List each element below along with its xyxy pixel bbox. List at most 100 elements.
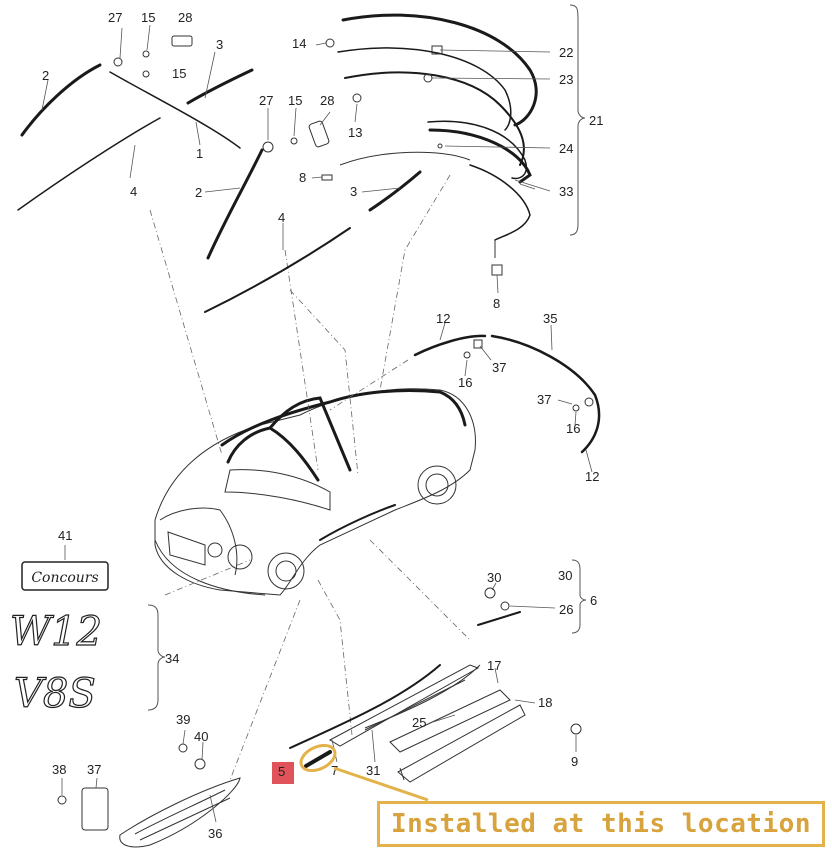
- clip-30: [484, 587, 496, 599]
- trim-1: [109, 71, 241, 149]
- concours-badge-text: Concours: [31, 570, 98, 586]
- callout-8: 8: [299, 170, 306, 185]
- callout-25: 25: [412, 715, 426, 730]
- callout-2: 2: [42, 68, 49, 83]
- callout-23: 23: [559, 72, 573, 87]
- washer-40: [194, 758, 206, 770]
- clip-27b: [262, 141, 274, 153]
- callout-35: 35: [543, 311, 557, 326]
- screw-38: [57, 795, 67, 805]
- leader-lines: [149, 174, 471, 781]
- installation-note: Installed at this location: [377, 801, 825, 847]
- callout-8: 8: [493, 296, 500, 311]
- side-vent: [119, 777, 241, 848]
- trim-4b: [204, 227, 351, 313]
- screw-15b: [142, 70, 150, 78]
- trim-2b: [206, 148, 264, 260]
- callout-30: 30: [487, 570, 501, 585]
- callout-7: 7: [331, 763, 338, 778]
- badges: Concours W12 V8S: [9, 561, 109, 718]
- screw-15a: [142, 50, 150, 58]
- clip-9: [570, 723, 582, 735]
- callout-37: 37: [492, 360, 506, 375]
- callout-3: 3: [350, 184, 357, 199]
- trim-3a: [186, 68, 254, 105]
- trim-4a: [17, 117, 161, 211]
- trim-3b: [368, 170, 422, 212]
- callout-41: 41: [58, 528, 72, 543]
- callout-24: 24: [559, 141, 573, 156]
- screw-16b: [572, 404, 580, 412]
- clip-37b: [584, 397, 594, 407]
- callout-37: 37: [537, 392, 551, 407]
- callout-6: 6: [590, 593, 597, 608]
- clip-26: [500, 601, 510, 611]
- callout-27: 27: [108, 10, 122, 25]
- callout-13: 13: [348, 125, 362, 140]
- w12-badge: W12: [10, 609, 102, 655]
- callout-38: 38: [52, 762, 66, 777]
- callout-3: 3: [216, 37, 223, 52]
- callout-15: 15: [288, 93, 302, 108]
- concours-badge: [21, 561, 109, 591]
- callout-16: 16: [566, 421, 580, 436]
- callout-1: 1: [196, 146, 203, 161]
- left-windshield-trims: [17, 63, 422, 313]
- callout-30: 30: [558, 568, 572, 583]
- cap-28b: [308, 120, 330, 148]
- callout-22: 22: [559, 45, 573, 60]
- callout-12: 12: [585, 469, 599, 484]
- callout-36: 36: [208, 826, 222, 841]
- car-illustration: [154, 388, 476, 596]
- callout-5-marker: [272, 762, 294, 784]
- trim-2a: [20, 63, 102, 137]
- callout-39: 39: [176, 712, 190, 727]
- callout-40: 40: [194, 729, 208, 744]
- sill-trims: [289, 611, 526, 783]
- callout-27: 27: [259, 93, 273, 108]
- group-braces: [147, 4, 587, 711]
- cap-28a: [171, 35, 193, 47]
- callout-15: 15: [141, 10, 155, 25]
- callout-12: 12: [436, 311, 450, 326]
- callout-14: 14: [292, 36, 306, 51]
- bracket-37c: [81, 787, 109, 831]
- callout-28: 28: [178, 10, 192, 25]
- callout-26: 26: [559, 602, 573, 617]
- clip-8b: [491, 264, 503, 276]
- callout-28: 28: [320, 93, 334, 108]
- highlight-ellipse: [299, 743, 337, 773]
- screw-15c: [290, 137, 298, 145]
- callout-9: 9: [571, 754, 578, 769]
- callout-31: 31: [366, 763, 380, 778]
- installation-note-text: Installed at this location: [391, 809, 811, 839]
- callout-5: 5: [278, 764, 286, 779]
- callout-21: 21: [589, 113, 603, 128]
- callout-leaders: [41, 24, 593, 823]
- callout-16: 16: [458, 375, 472, 390]
- clip-27a: [113, 57, 123, 67]
- callout-numbers: 27 15 28 3 2 15 27 15 28 1 4 2 8 3 4 14 …: [42, 10, 603, 841]
- highlight-pointer: [333, 766, 429, 802]
- clip-24: [437, 143, 443, 149]
- clip-37a: [473, 339, 483, 349]
- clip-8a: [321, 174, 333, 181]
- clip-39: [178, 743, 188, 753]
- callout-33: 33: [559, 184, 573, 199]
- callout-15: 15: [172, 66, 186, 81]
- installation-highlight: [299, 743, 429, 802]
- fasteners: [57, 35, 594, 831]
- callout-18: 18: [538, 695, 552, 710]
- callout-2: 2: [195, 185, 202, 200]
- v8s-badge: V8S: [14, 671, 96, 717]
- rear-trims: [413, 334, 601, 454]
- callout-37: 37: [87, 762, 101, 777]
- callout-17: 17: [487, 658, 501, 673]
- callout-4: 4: [130, 184, 137, 199]
- callout-4: 4: [278, 210, 285, 225]
- callout-34: 34: [165, 651, 179, 666]
- roof-trims: [337, 13, 538, 258]
- clip-14: [325, 38, 335, 48]
